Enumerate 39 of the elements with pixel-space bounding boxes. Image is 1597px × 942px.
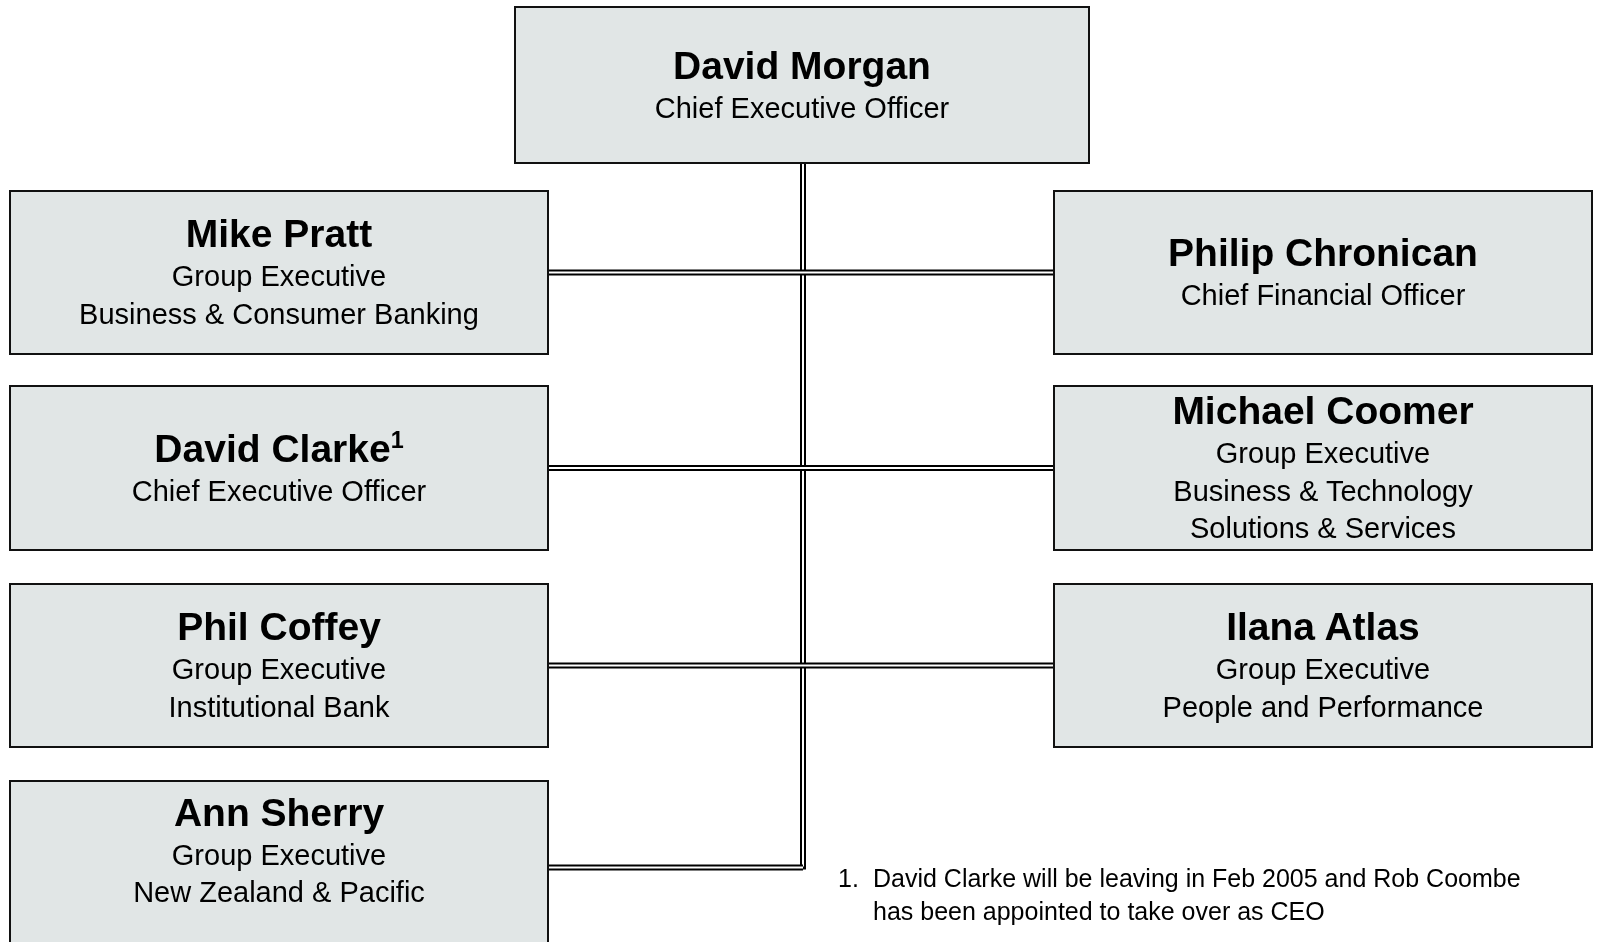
person-box — [514, 6, 1090, 164]
person-box — [1053, 385, 1593, 551]
business-unit: Business & Technology Solutions & Services — [1172, 473, 1474, 547]
person-name: David Clarke$^{1}$ — [154, 425, 404, 472]
person-box — [1053, 190, 1593, 355]
connector-trunk — [800, 164, 806, 870]
double-connector-line — [803, 269, 1053, 276]
double-connector-line — [549, 269, 803, 276]
job-title: Group Executive — [1215, 652, 1431, 688]
person-name: Mike Pratt — [185, 211, 373, 258]
person-name: Philip Chronican — [1168, 230, 1478, 277]
business-unit: Business & Consumer Banking — [79, 296, 479, 332]
double-connector-line — [803, 662, 1053, 669]
business-unit: Institutional Bank — [168, 689, 390, 725]
job-title: Chief Executive Officer — [131, 473, 427, 509]
person-box — [9, 583, 549, 748]
person-box — [9, 385, 549, 551]
double-connector-line — [549, 864, 803, 871]
job-title: Group Executive — [171, 652, 387, 688]
business-unit: New Zealand & Pacific — [133, 875, 425, 911]
job-title: Chief Executive Officer — [654, 90, 950, 126]
footnote-number: 1. — [838, 863, 859, 894]
person-name: Ann Sherry — [173, 790, 385, 836]
business-unit: People and Performance — [1162, 689, 1484, 725]
person-name: Ilana Atlas — [1226, 604, 1420, 651]
double-connector-line — [549, 465, 803, 471]
person-box — [9, 780, 549, 942]
person-box — [1053, 583, 1593, 748]
person-name: Phil Coffey — [177, 604, 381, 651]
job-title: Group Executive — [1215, 435, 1431, 471]
job-title: Group Executive — [171, 259, 387, 295]
double-connector-line — [549, 662, 803, 669]
job-title: Group Executive — [171, 837, 387, 873]
job-title: Chief Financial Officer — [1180, 278, 1466, 314]
double-connector-line — [803, 465, 1053, 471]
person-name: David Morgan — [673, 42, 931, 89]
person-box — [9, 190, 549, 355]
footnote: David Clarke will be leaving in Feb 2005 and Rob Coombe has been appointed to take over as CEO — [873, 863, 1522, 927]
person-name: Michael Coomer — [1172, 388, 1474, 435]
